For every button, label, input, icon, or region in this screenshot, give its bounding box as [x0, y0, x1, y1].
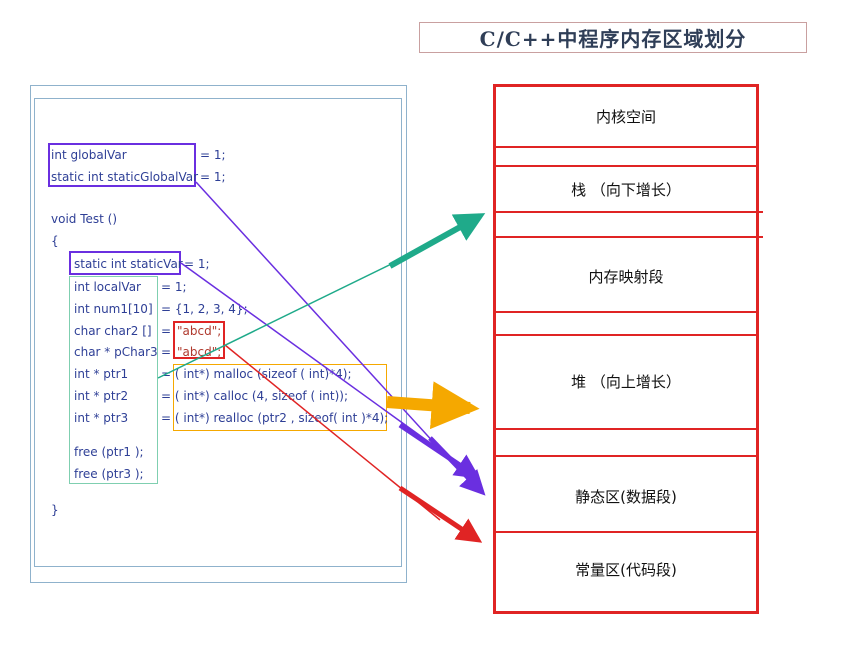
code-num1: int num1[10] — [74, 302, 153, 316]
code-static-global: static int staticGlobalVar — [51, 170, 199, 184]
code-pchar3-value: "abcd"; — [177, 345, 222, 359]
region-kernel: 内核空间 — [595, 108, 657, 126]
mem-divider — [493, 165, 759, 167]
static-local-box — [69, 251, 181, 275]
mem-divider — [493, 211, 763, 213]
code-char2: char char2 [] — [74, 324, 152, 338]
code-local-var-tail: = 1; — [161, 280, 187, 294]
code-num1-tail: = {1, 2, 3, 4}; — [161, 302, 248, 316]
code-pchar3-eq: = — [161, 345, 172, 359]
code-panel-outer — [30, 85, 407, 583]
arrow-locals-to-stack-head — [388, 213, 486, 269]
mem-divider — [493, 146, 759, 148]
memory-layout — [493, 84, 759, 614]
code-ptr3: int * ptr3 — [74, 411, 129, 425]
region-const-segment: 常量区(代码段) — [575, 561, 677, 579]
code-char2-value: "abcd"; — [177, 324, 222, 338]
code-ptr3-tail: = ( int*) realloc (ptr2 , sizeof( int )*… — [161, 411, 389, 425]
code-static-local-tail: = 1; — [184, 257, 210, 271]
mem-divider — [493, 531, 759, 533]
heap-alloc-box — [173, 364, 387, 431]
diagram-title: C/C++中程序内存区域划分 — [419, 22, 807, 53]
code-static-global-tail: = 1; — [200, 170, 226, 184]
arrow-locals-to-stack — [157, 249, 421, 379]
region-mmap: 内存映射段 — [588, 268, 664, 286]
region-data-segment: 静态区(数据段) — [575, 488, 677, 506]
mem-divider — [493, 334, 759, 336]
arrow-literals-to-const-head — [398, 485, 483, 543]
arrow-static-to-data-head — [398, 422, 481, 479]
code-free1: free (ptr1 ); — [74, 445, 144, 459]
code-char2-eq: = — [161, 324, 172, 338]
local-vars-box — [69, 276, 158, 484]
code-free3: free (ptr3 ); — [74, 467, 144, 481]
code-ptr1: int * ptr1 — [74, 367, 129, 381]
mem-divider — [493, 455, 759, 457]
code-static-local: static int staticVar — [74, 257, 183, 271]
arrow-alloc-to-heap — [386, 381, 480, 430]
code-ptr2-tail: = ( int*) calloc (4, sizeof ( int)); — [161, 389, 349, 403]
code-open-brace: { — [51, 234, 59, 248]
code-global-var-tail: = 1; — [200, 148, 226, 162]
code-panel-inner — [34, 98, 402, 567]
mem-divider — [493, 236, 763, 238]
mem-divider — [493, 428, 759, 430]
code-pchar3: char * pChar3 — [74, 345, 158, 359]
arrow-globals-to-data — [195, 181, 469, 481]
mem-divider — [493, 311, 759, 313]
region-stack: 栈 （向下增长） — [571, 181, 681, 199]
arrow-static-to-data — [180, 262, 441, 451]
code-ptr2: int * ptr2 — [74, 389, 129, 403]
code-global-var: int globalVar — [51, 148, 127, 162]
code-local-var: int localVar — [74, 280, 141, 294]
global-vars-box — [48, 143, 196, 187]
region-heap: 堆 （向上增长） — [571, 373, 681, 391]
code-func-sig: void Test () — [51, 212, 118, 226]
code-close-brace: } — [51, 503, 59, 517]
